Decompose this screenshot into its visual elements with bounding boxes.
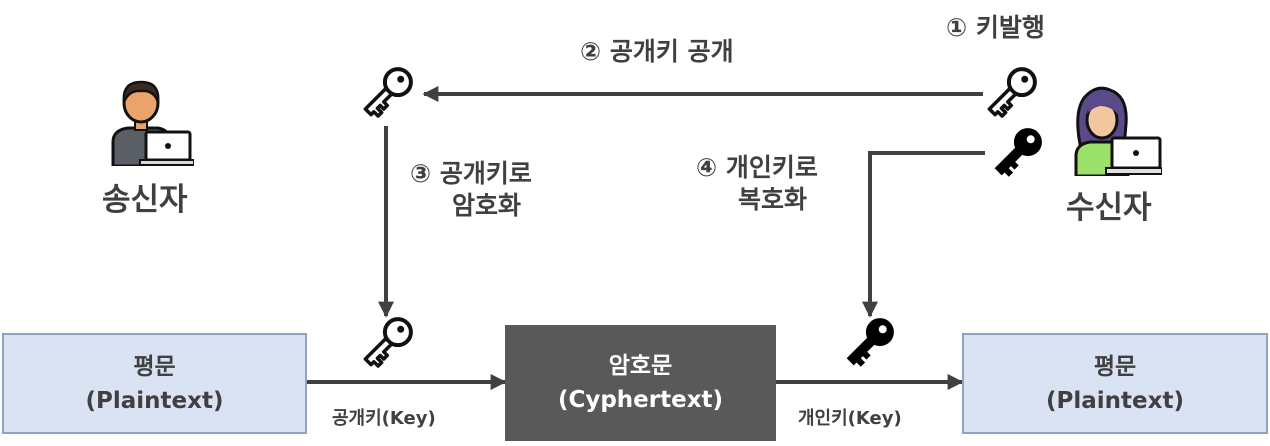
decrypt-arrow — [870, 153, 985, 316]
ciphertext-title: 암호문 — [609, 349, 672, 383]
step-encrypt-label: ③ 공개키로 암호화 — [410, 158, 532, 222]
step-decrypt-line2: 복호화 — [696, 184, 818, 216]
receiver-label: 수신자 — [1066, 182, 1152, 227]
sender-avatar-icon — [108, 76, 194, 166]
plaintext-right-subtitle: (Plaintext) — [1046, 384, 1184, 418]
private-key-icon — [986, 120, 1050, 184]
private-key-label: 개인키(Key) — [798, 404, 902, 430]
encryption-key-icon — [356, 310, 420, 374]
step-encrypt-line2: 암호화 — [410, 190, 532, 222]
plaintext-box-left: 평문 (Plaintext) — [2, 333, 307, 434]
plaintext-left-title: 평문 — [133, 350, 175, 384]
step-decrypt-line1: ④ 개인키로 — [696, 152, 818, 184]
ciphertext-box: 암호문 (Cyphertext) — [505, 325, 776, 441]
public-key-icon — [356, 60, 420, 124]
ciphertext-subtitle: (Cyphertext) — [558, 383, 723, 417]
public-key-issued-icon — [980, 60, 1044, 124]
sender-label: 송신자 — [102, 174, 188, 219]
plaintext-left-subtitle: (Plaintext) — [86, 384, 224, 418]
plaintext-box-right: 평문 (Plaintext) — [962, 333, 1268, 434]
receiver-avatar-icon — [1072, 84, 1162, 176]
public-key-label: 공개키(Key) — [332, 404, 436, 430]
plaintext-right-title: 평문 — [1094, 350, 1136, 384]
step-publish-label: ② 공개키 공개 — [580, 36, 734, 68]
step-decrypt-label: ④ 개인키로 복호화 — [696, 152, 818, 216]
decryption-key-icon — [838, 310, 902, 374]
step-encrypt-line1: ③ 공개키로 — [410, 158, 532, 190]
step-issue-label: ① 키발행 — [946, 12, 1045, 44]
